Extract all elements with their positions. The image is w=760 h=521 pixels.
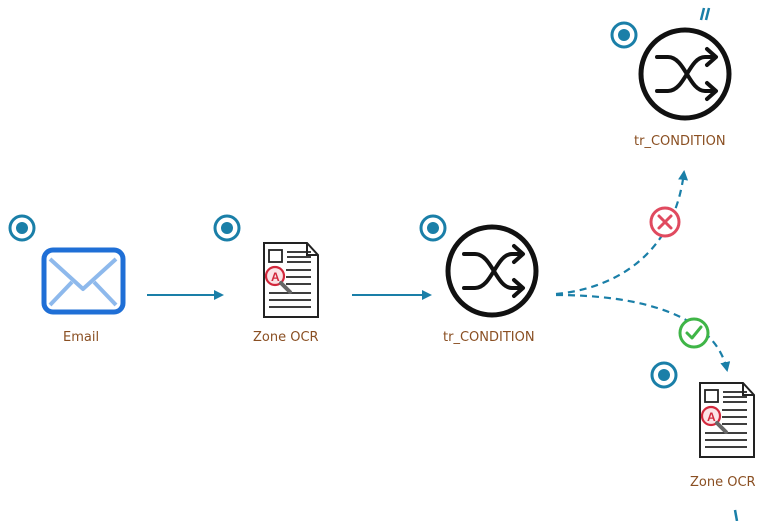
email-envelope-icon[interactable]	[41, 247, 126, 315]
svg-text:A: A	[707, 410, 716, 424]
zone-ocr-2-node-label: Zone OCR	[690, 475, 756, 490]
condition-2-shuffle-icon[interactable]	[638, 27, 732, 121]
false-branch-x-circle-icon[interactable]	[649, 206, 681, 238]
condition-1-node-label: tr_CONDITION	[443, 330, 535, 345]
connector-bottom-continuation	[733, 509, 739, 521]
connector-condition-true-branch[interactable]	[555, 293, 731, 372]
zone-ocr-1-node-label: Zone OCR	[253, 330, 319, 345]
condition-1-select-radio[interactable]	[419, 214, 447, 242]
svg-text:A: A	[271, 270, 280, 284]
zone-ocr-2-select-radio[interactable]	[650, 361, 678, 389]
condition-2-select-radio[interactable]	[610, 21, 638, 49]
zone-ocr-1-document-icon[interactable]: A	[263, 242, 319, 318]
true-branch-check-circle-icon[interactable]	[678, 317, 710, 349]
zone-ocr-2-document-icon[interactable]: A	[699, 382, 755, 458]
condition-1-shuffle-icon[interactable]	[445, 224, 539, 318]
connector-top-continuation	[699, 7, 711, 21]
email-node-label: Email	[63, 330, 100, 345]
email-select-radio[interactable]	[8, 214, 36, 242]
condition-2-node-label: tr_CONDITION	[634, 134, 726, 149]
zone-ocr-1-select-radio[interactable]	[213, 214, 241, 242]
